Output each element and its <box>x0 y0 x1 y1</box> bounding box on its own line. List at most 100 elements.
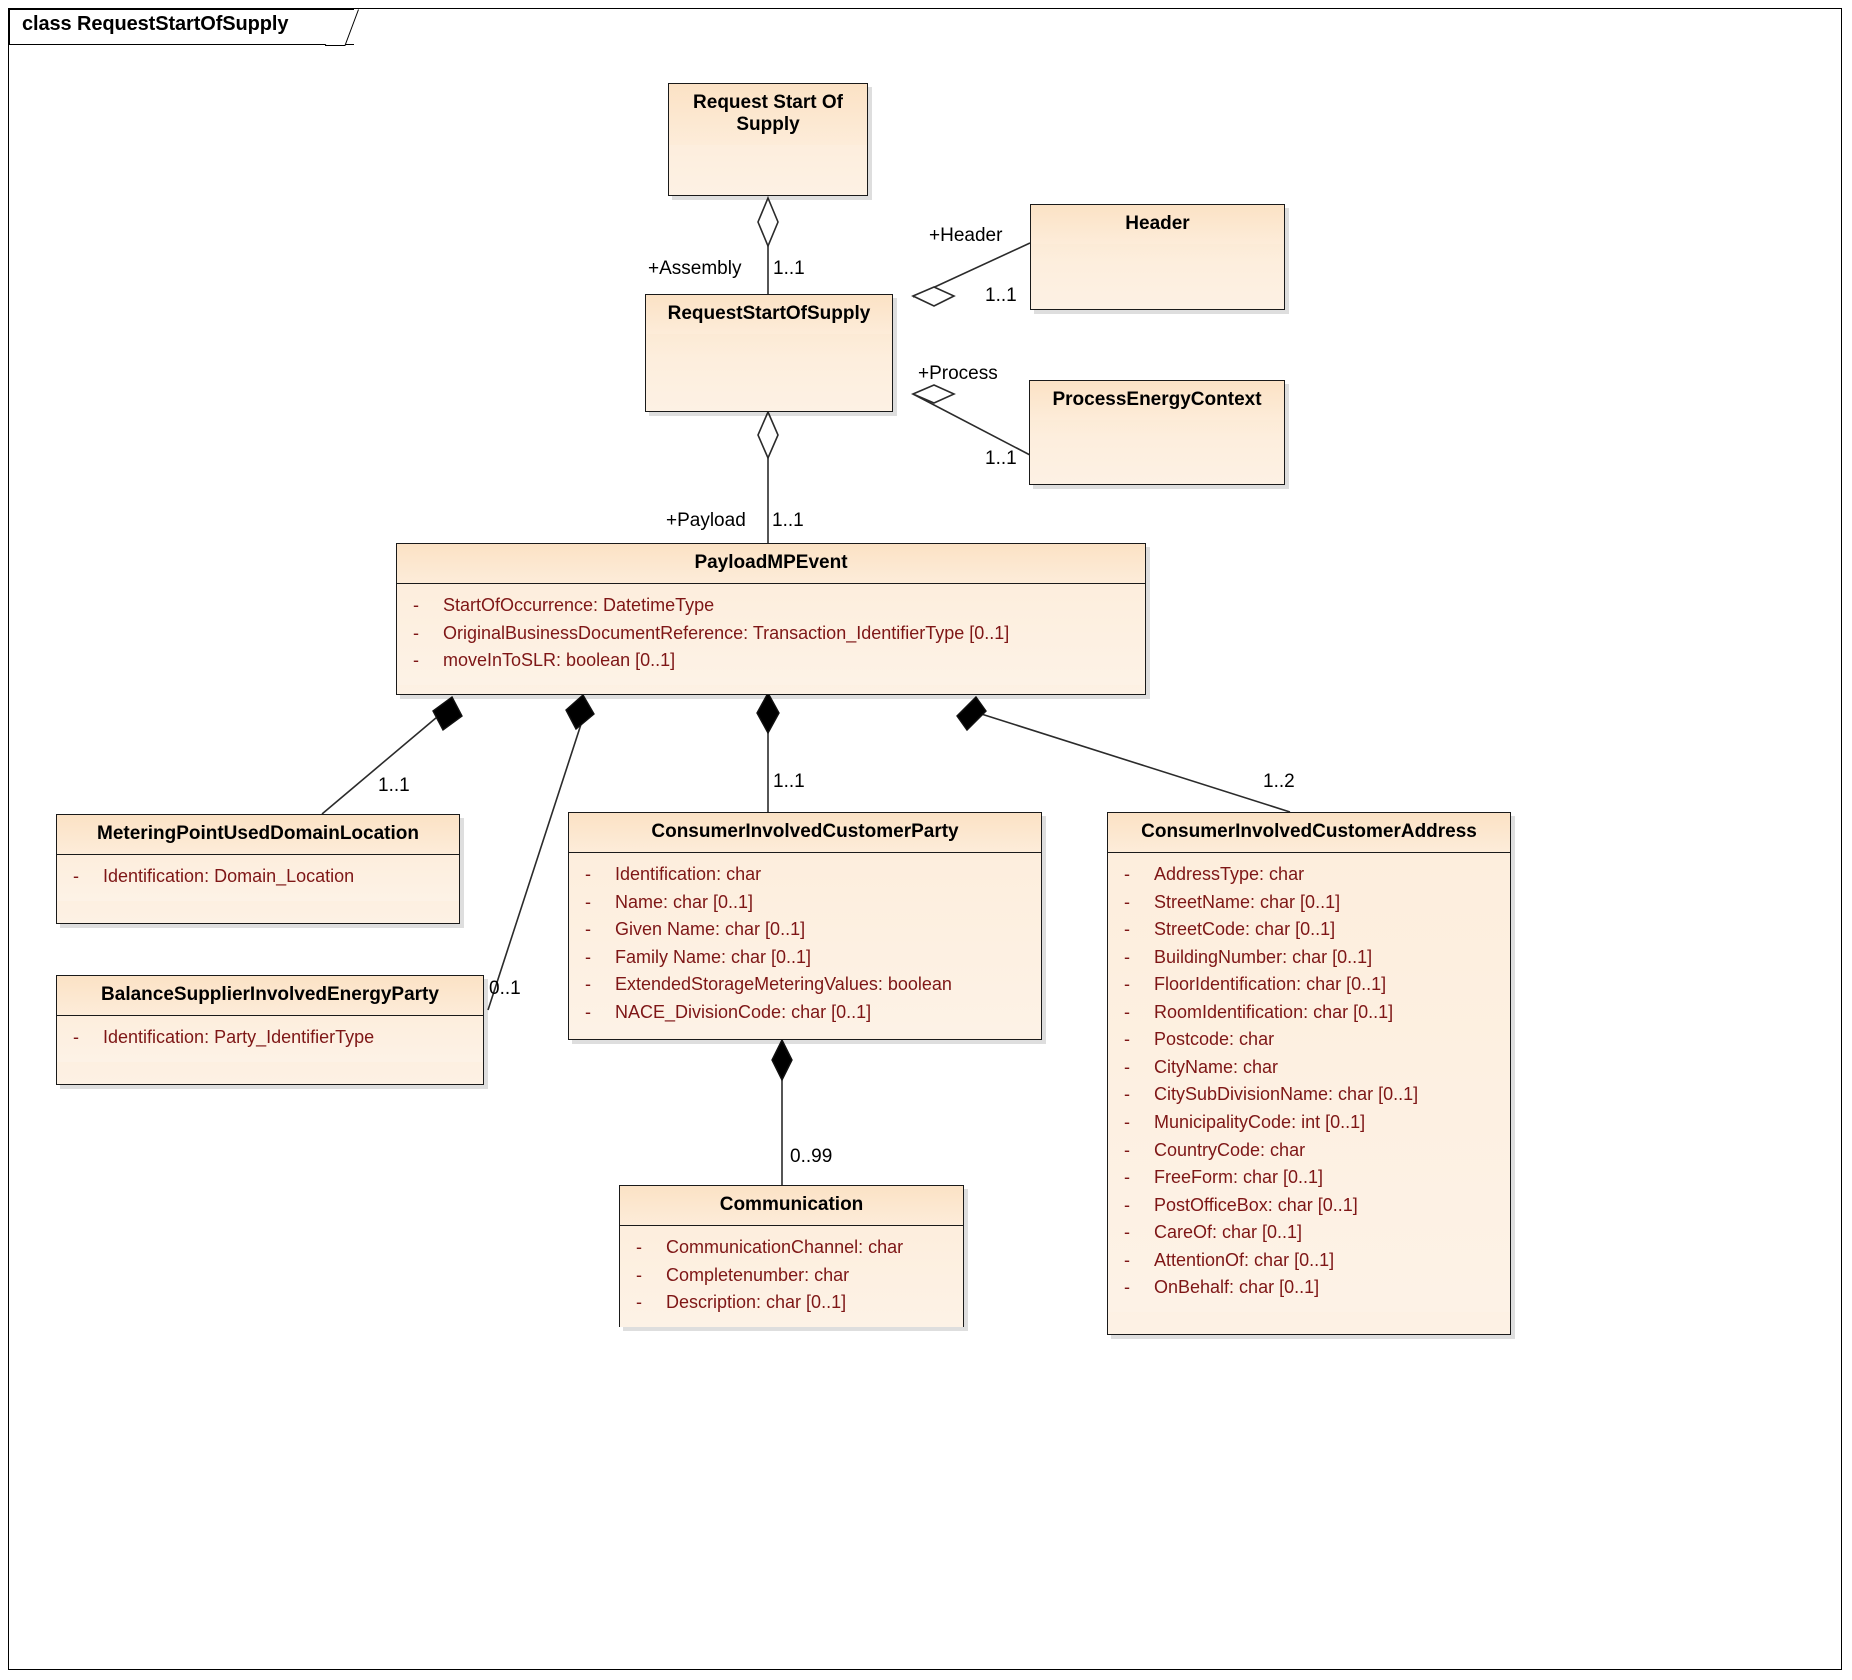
class-title-line2: Supply <box>736 114 800 136</box>
attribute-visibility: - <box>585 1001 591 1022</box>
attribute-signature: Description: char [0..1] <box>666 1292 847 1313</box>
attribute-signature: Given Name: char [0..1] <box>615 919 806 940</box>
attribute-row: - NACE_DivisionCode: char [0..1] <box>569 999 1041 1027</box>
edge-label-process-role: +Process <box>918 363 998 384</box>
attribute-row: - StartOfOccurrence: DatetimeType <box>397 592 1145 620</box>
attribute-visibility: - <box>73 866 79 887</box>
class-request-start-of-supply[interactable]: RequestStartOfSupply <box>645 294 893 412</box>
attribute-row: - Identification: char <box>569 861 1041 889</box>
attribute-visibility: - <box>1124 1167 1130 1188</box>
attribute-row: - Family Name: char [0..1] <box>569 944 1041 972</box>
class-title: ProcessEnergyContext <box>1030 381 1284 421</box>
class-title: BalanceSupplierInvolvedEnergyParty <box>57 976 483 1017</box>
class-payload-mp-event[interactable]: PayloadMPEvent - StartOfOccurrence: Date… <box>396 543 1146 695</box>
attribute-signature: CitySubDivisionName: char [0..1] <box>1154 1084 1419 1105</box>
attribute-visibility: - <box>585 919 591 940</box>
attribute-signature: AttentionOf: char [0..1] <box>1154 1249 1335 1270</box>
attribute-signature: NACE_DivisionCode: char [0..1] <box>615 1001 872 1022</box>
edge-label-process-mult: 1..1 <box>985 448 1017 469</box>
attribute-signature: Identification: char <box>615 864 762 885</box>
attribute-visibility: - <box>1124 919 1130 940</box>
attribute-signature: FloorIdentification: char [0..1] <box>1154 974 1387 995</box>
class-title: RequestStartOfSupply <box>646 295 892 335</box>
edge-label-communication-mult: 0..99 <box>790 1146 833 1167</box>
attribute-row: - ExtendedStorageMeteringValues: boolean <box>569 971 1041 999</box>
edge-label-metering-point-mult: 1..1 <box>378 775 410 796</box>
attribute-visibility: - <box>1124 864 1130 885</box>
attribute-signature: Completenumber: char <box>666 1264 850 1285</box>
attribute-row: - CityName: char <box>1108 1054 1510 1082</box>
attribute-signature: Identification: Party_IdentifierType <box>103 1027 375 1048</box>
attribute-visibility: - <box>1124 891 1130 912</box>
attribute-list: - Identification: char - Name: char [0..… <box>569 853 1041 1037</box>
attribute-row: - moveInToSLR: boolean [0..1] <box>397 647 1145 675</box>
class-title: PayloadMPEvent <box>397 544 1145 585</box>
attribute-signature: Name: char [0..1] <box>615 891 754 912</box>
frame-tab-slant-icon <box>325 9 359 46</box>
attribute-visibility: - <box>413 650 419 671</box>
attribute-visibility: - <box>636 1237 642 1258</box>
attribute-visibility: - <box>1124 974 1130 995</box>
attribute-visibility: - <box>1124 946 1130 967</box>
class-title: Request Start Of Supply <box>669 84 867 146</box>
attribute-row: - PostOfficeBox: char [0..1] <box>1108 1192 1510 1220</box>
edge-label-customer-party-mult: 1..1 <box>773 771 805 792</box>
class-process-energy-context[interactable]: ProcessEnergyContext <box>1029 380 1285 485</box>
attribute-row: - AddressType: char <box>1108 861 1510 889</box>
attribute-row: - AttentionOf: char [0..1] <box>1108 1247 1510 1275</box>
attribute-signature: StreetCode: char [0..1] <box>1154 919 1336 940</box>
class-request-start-of-supply-top[interactable]: Request Start Of Supply <box>668 83 868 196</box>
attribute-row: - FreeForm: char [0..1] <box>1108 1164 1510 1192</box>
attribute-visibility: - <box>1124 1084 1130 1105</box>
attribute-row: - Identification: Domain_Location <box>57 863 459 891</box>
attribute-signature: Postcode: char <box>1154 1029 1275 1050</box>
class-title: ConsumerInvolvedCustomerAddress <box>1108 813 1510 854</box>
attribute-row: - Name: char [0..1] <box>569 889 1041 917</box>
class-metering-point-used-domain-location[interactable]: MeteringPointUsedDomainLocation - Identi… <box>56 814 460 924</box>
attribute-visibility: - <box>73 1027 79 1048</box>
edge-label-customer-address-mult: 1..2 <box>1263 771 1295 792</box>
attribute-signature: CommunicationChannel: char <box>666 1237 904 1258</box>
attribute-signature: MunicipalityCode: int [0..1] <box>1154 1112 1366 1132</box>
class-balance-supplier-involved-energy-party[interactable]: BalanceSupplierInvolvedEnergyParty - Ide… <box>56 975 484 1085</box>
attribute-row: - CountryCode: char <box>1108 1137 1510 1165</box>
attribute-list: - StartOfOccurrence: DatetimeType - Orig… <box>397 584 1145 685</box>
attribute-visibility: - <box>636 1292 642 1313</box>
class-communication[interactable]: Communication - CommunicationChannel: ch… <box>619 1185 964 1327</box>
attribute-signature: CareOf: char [0..1] <box>1154 1222 1303 1243</box>
class-consumer-involved-customer-party[interactable]: ConsumerInvolvedCustomerParty - Identifi… <box>568 812 1042 1040</box>
frame-title: class RequestStartOfSupply <box>22 13 289 35</box>
class-title: Header <box>1031 205 1284 245</box>
attribute-visibility: - <box>585 891 591 912</box>
attribute-row: - OnBehalf: char [0..1] <box>1108 1274 1510 1302</box>
attribute-list: - CommunicationChannel: char - Completen… <box>620 1226 963 1327</box>
attribute-row: - Description: char [0..1] <box>620 1289 963 1317</box>
class-consumer-involved-customer-address[interactable]: ConsumerInvolvedCustomerAddress - Addres… <box>1107 812 1511 1335</box>
attribute-row: - StreetCode: char [0..1] <box>1108 916 1510 944</box>
class-title: MeteringPointUsedDomainLocation <box>57 815 459 856</box>
attribute-visibility: - <box>1124 1277 1130 1298</box>
class-title: Communication <box>620 1186 963 1227</box>
attribute-row: - RoomIdentification: char [0..1] <box>1108 999 1510 1027</box>
attribute-signature: FreeForm: char [0..1] <box>1154 1167 1324 1188</box>
class-header[interactable]: Header <box>1030 204 1285 310</box>
attribute-row: - Identification: Party_IdentifierType <box>57 1024 483 1052</box>
attribute-row: - Completenumber: char <box>620 1262 963 1290</box>
attribute-row: - CitySubDivisionName: char [0..1] <box>1108 1081 1510 1109</box>
attribute-row: - OriginalBusinessDocumentReference: Tra… <box>397 620 1145 648</box>
attribute-signature: BuildingNumber: char [0..1] <box>1154 946 1373 967</box>
attribute-visibility: - <box>1124 1029 1130 1050</box>
attribute-row: - CareOf: char [0..1] <box>1108 1219 1510 1247</box>
attribute-row: - BuildingNumber: char [0..1] <box>1108 944 1510 972</box>
attribute-signature: StartOfOccurrence: DatetimeType <box>443 595 715 616</box>
edge-label-payload-role: +Payload <box>666 510 746 531</box>
class-title: ConsumerInvolvedCustomerParty <box>569 813 1041 854</box>
attribute-signature: Identification: Domain_Location <box>103 866 355 887</box>
attribute-visibility: - <box>413 622 419 643</box>
attribute-visibility: - <box>585 974 591 995</box>
attribute-visibility: - <box>1124 1056 1130 1077</box>
attribute-visibility: - <box>1124 1194 1130 1215</box>
attribute-visibility: - <box>1124 1222 1130 1243</box>
attribute-visibility: - <box>585 864 591 885</box>
